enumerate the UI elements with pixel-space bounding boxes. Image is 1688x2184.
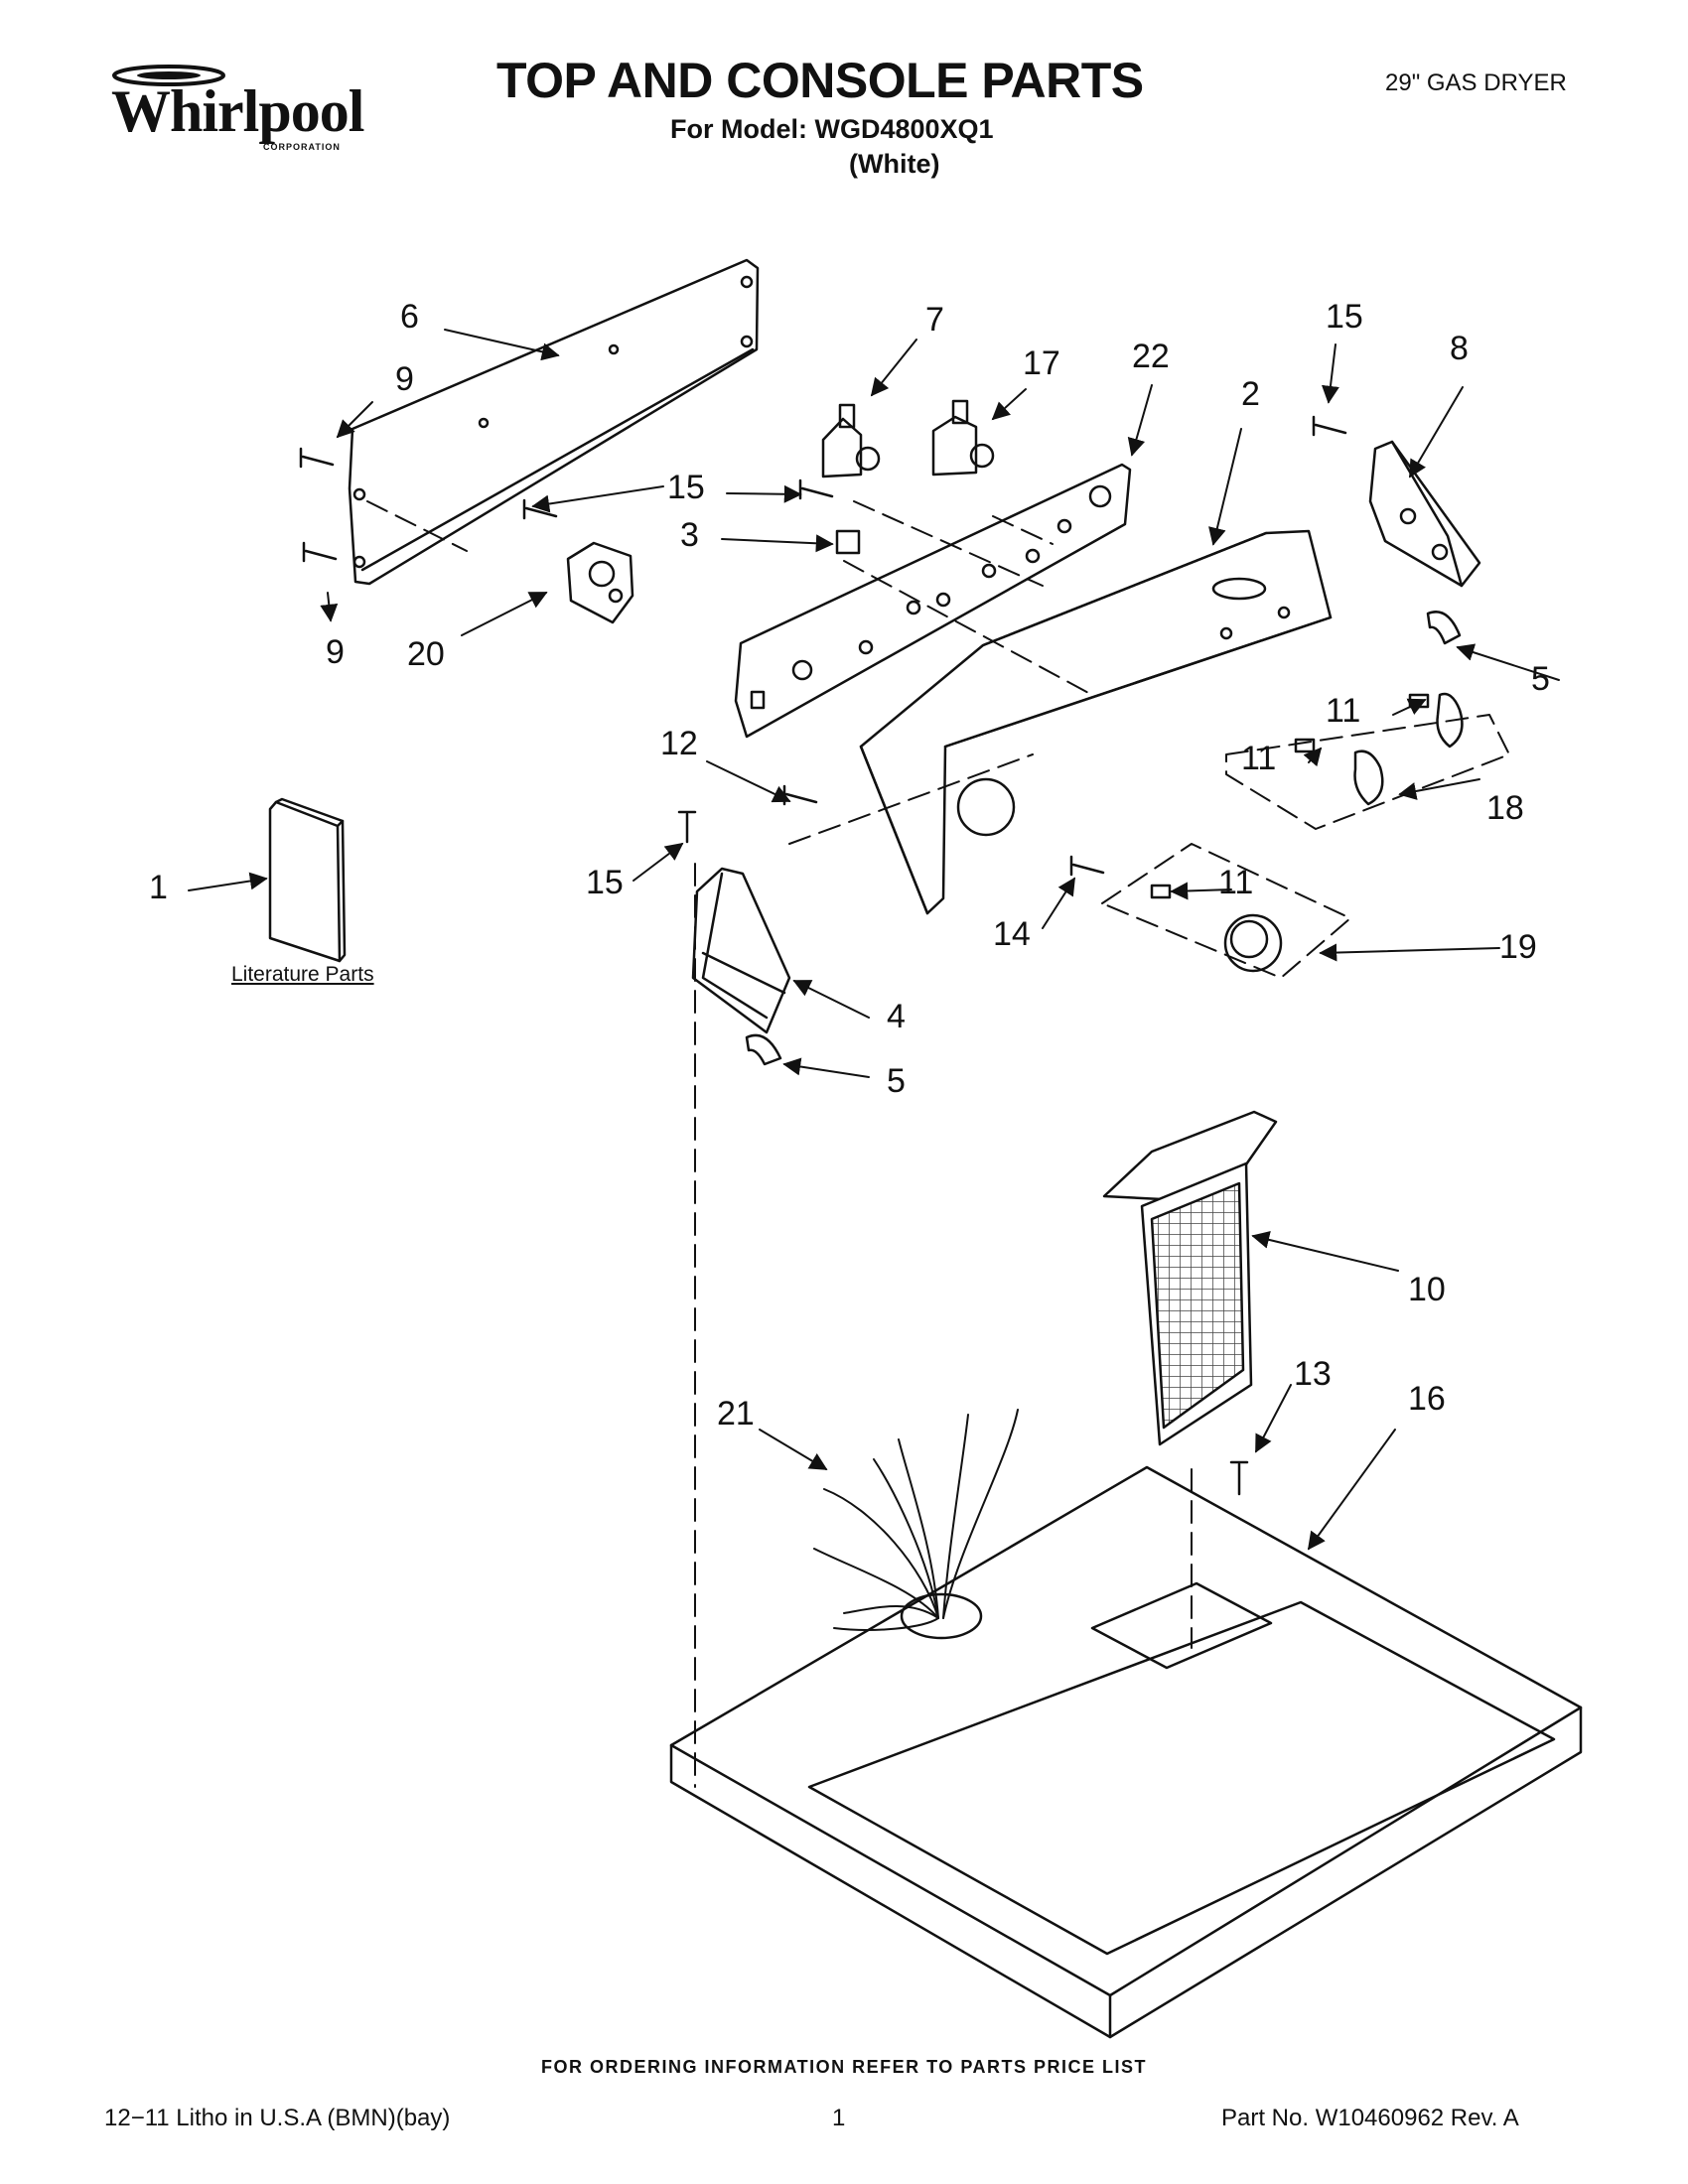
callout-12: 12 (660, 725, 698, 762)
model-line: For Model: WGD4800XQ1 (670, 114, 994, 144)
brand-name: Whirlpool (111, 78, 364, 144)
callout-6: 6 (400, 298, 419, 336)
callout-4: 4 (887, 998, 906, 1035)
switch-clip (835, 529, 861, 555)
callout-5-left: 5 (887, 1062, 906, 1100)
wire-harness (813, 1409, 1019, 1631)
console-end-cap-right (1368, 440, 1481, 588)
callout-21: 21 (717, 1395, 755, 1433)
end-cap-clip-right (1426, 611, 1462, 645)
callout-3: 3 (680, 516, 699, 554)
callout-8: 8 (1450, 330, 1469, 367)
push-to-start-switch (821, 403, 881, 478)
callout-11-lower: 11 (1218, 864, 1254, 901)
console-end-cap-left (691, 867, 791, 1034)
callout-20: 20 (407, 635, 445, 673)
end-cap-clip-left (745, 1033, 782, 1066)
timer-knob (1223, 913, 1283, 973)
part-number: Part No. W10460962 Rev. A (1221, 2105, 1519, 2131)
literature-parts-label: Literature Parts (231, 963, 374, 986)
callout-18: 18 (1486, 789, 1524, 827)
callout-9-upper: 9 (395, 360, 414, 398)
logo-swoosh-icon (112, 65, 225, 86)
callout-13: 13 (1294, 1355, 1332, 1393)
callout-2: 2 (1241, 375, 1260, 413)
cycle-knob-lower (1353, 750, 1384, 806)
callout-14: 14 (993, 915, 1031, 953)
dryer-top-panel (669, 1465, 1583, 2039)
product-type: 29" GAS DRYER (1385, 69, 1567, 96)
callout-11-upper: 11 (1326, 692, 1361, 730)
callout-16: 16 (1408, 1380, 1446, 1418)
brand-subtitle: CORPORATION (263, 142, 341, 152)
screws (299, 415, 1347, 1496)
knob-clip-3 (1150, 884, 1172, 899)
callout-7: 7 (925, 301, 944, 339)
console-housing (859, 529, 1333, 915)
lint-screen (1102, 1110, 1278, 1446)
callout-15-left: 15 (586, 864, 624, 901)
callout-19: 19 (1499, 928, 1537, 966)
callout-11-middle: 11 (1241, 740, 1277, 777)
control-panel-bracket (734, 463, 1132, 739)
callout-10: 10 (1408, 1271, 1446, 1308)
page-title: TOP AND CONSOLE PARTS (496, 53, 1144, 108)
literature-parts-book (268, 797, 347, 963)
page-number: 1 (832, 2105, 846, 2131)
timer (566, 541, 634, 624)
callout-leaders (188, 329, 1560, 1551)
rear-console-panel (348, 258, 760, 586)
callout-15-upper-right: 15 (1326, 298, 1363, 336)
litho-info: 12−11 Litho in U.S.A (BMN)(bay) (104, 2105, 451, 2131)
callout-22: 22 (1132, 338, 1170, 375)
callout-15-mid: 15 (667, 469, 705, 506)
ordering-info: FOR ORDERING INFORMATION REFER TO PARTS … (540, 2057, 1147, 2077)
callout-9-lower: 9 (326, 633, 345, 671)
callout-5-right: 5 (1531, 660, 1550, 698)
callout-17: 17 (1023, 344, 1060, 382)
callout-1: 1 (149, 869, 168, 906)
color-line: (White) (849, 149, 940, 179)
selector-switch (931, 399, 995, 477)
